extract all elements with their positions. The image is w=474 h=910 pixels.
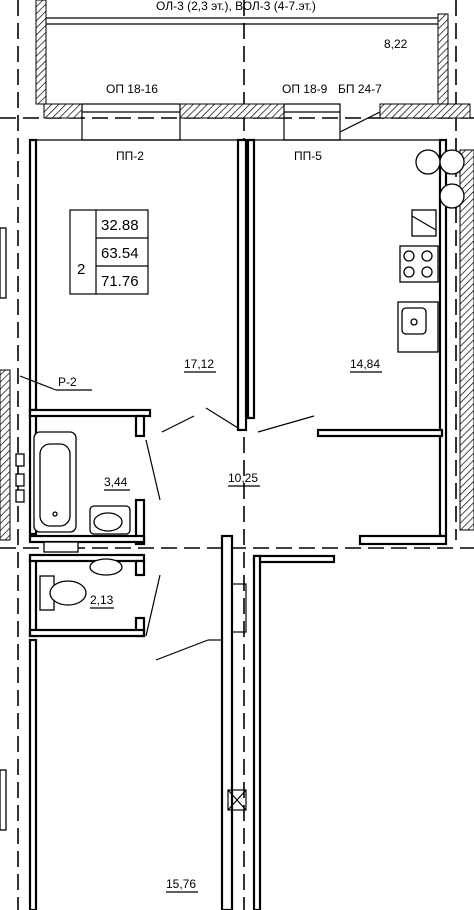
kitchen-fixtures (397, 149, 465, 353)
room-count: 2 (77, 261, 85, 278)
total-with-balcony: 71.76 (101, 273, 139, 290)
living-area: 32.88 (101, 217, 139, 234)
balcony-area: 8,22 (384, 37, 408, 51)
top-note: ОЛ-3 (2,3 эт.), ВОЛ-3 (4-7.эт.) (156, 0, 316, 13)
opening-bp: БП 24-7 (338, 82, 382, 96)
area-summary-table (69, 209, 149, 295)
bath-fixtures (0, 227, 131, 831)
doors (145, 407, 315, 661)
balcony (35, 0, 449, 105)
opening-pp-right: ПП-5 (294, 149, 322, 163)
room-area-kitchen: 14,84 (350, 357, 380, 371)
partition-label: Р-2 (58, 375, 77, 389)
room-area-living: 15,76 (166, 877, 196, 891)
walls (0, 103, 474, 910)
opening-op-right: ОП 18-9 (282, 82, 328, 96)
room-area-bedroom: 17,12 (184, 357, 214, 371)
opening-op-left: ОП 18-16 (106, 82, 158, 96)
total-area: 63.54 (101, 245, 139, 262)
room-area-hall: 10,25 (228, 471, 258, 485)
opening-pp-left: ПП-2 (116, 149, 144, 163)
room-area-bathroom: 3,44 (104, 475, 128, 489)
area-underlines (90, 371, 382, 893)
room-area-wc: 2,13 (90, 593, 114, 607)
partition-leader (19, 375, 92, 391)
